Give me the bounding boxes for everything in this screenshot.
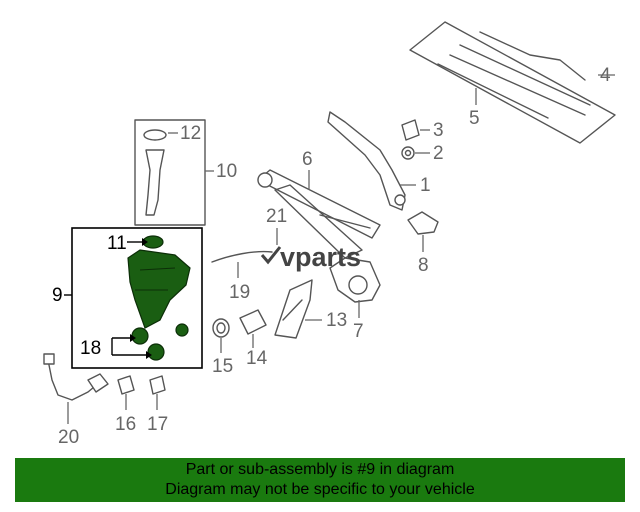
wiper-blade-mid [449, 54, 586, 116]
wire-harness[interactable] [43, 353, 109, 424]
wiper-blade-box [409, 21, 616, 144]
filler-neck-box [134, 119, 206, 226]
wiper-motor[interactable] [329, 257, 381, 318]
callout-4: 4 [600, 65, 611, 86]
callout-10: 10 [216, 161, 237, 182]
wiper-blade-frame [479, 31, 586, 81]
wiper-arm[interactable] [327, 111, 416, 211]
banner-line-1: Part or sub-assembly is #9 in diagram [185, 461, 455, 478]
vparts-watermark: vparts [260, 242, 361, 272]
grommet[interactable] [212, 318, 230, 353]
callout-21: 21 [266, 206, 287, 227]
filler-neck-group[interactable] [134, 119, 214, 226]
callout-16: 16 [115, 414, 136, 435]
callout-14: 14 [246, 348, 268, 369]
level-sensor[interactable] [175, 323, 189, 337]
parts-diagram: 4 5 1 3 2 8 6 7 [43, 21, 616, 448]
callout-12: 12 [180, 123, 201, 144]
info-banner: Part or sub-assembly is #9 in diagram Di… [15, 458, 625, 502]
watermark-text: vparts [280, 242, 361, 272]
callout-13: 13 [326, 310, 347, 331]
callout-3: 3 [433, 120, 444, 141]
callout-2: 2 [433, 143, 444, 164]
wiper-blade-group[interactable] [409, 21, 616, 144]
arm-nut[interactable] [401, 146, 430, 160]
reservoir-box [71, 227, 203, 369]
callout-8: 8 [418, 255, 429, 276]
callout-20: 20 [58, 427, 79, 448]
callout-18: 18 [80, 338, 101, 359]
checkmark-icon [260, 246, 282, 265]
washer-reservoir-group[interactable] [64, 227, 203, 369]
clip-16[interactable] [117, 375, 135, 410]
pump-seal-lower[interactable] [147, 343, 165, 361]
callout-1: 1 [420, 175, 431, 196]
wiper-refill [437, 63, 549, 119]
callout-11: 11 [107, 233, 127, 254]
callout-15: 15 [212, 356, 233, 377]
cowl-piece[interactable] [274, 279, 322, 339]
callout-9: 9 [52, 285, 63, 306]
callout-19: 19 [229, 282, 250, 303]
arm-cap[interactable] [401, 119, 430, 141]
banner-line-2: Diagram may not be specific to your vehi… [165, 481, 475, 498]
bracket[interactable] [407, 211, 439, 252]
washer-pump[interactable] [239, 309, 267, 348]
wiper-linkage[interactable] [257, 169, 381, 259]
callout-7: 7 [353, 321, 364, 342]
washer-hose[interactable] [211, 250, 273, 278]
washer-reservoir[interactable] [127, 249, 191, 329]
callout-17: 17 [147, 414, 168, 435]
callout-5: 5 [469, 108, 480, 129]
wiper-blade-upper [459, 44, 591, 106]
pump-seal-upper[interactable] [131, 327, 149, 345]
callout-6: 6 [302, 149, 313, 170]
clip-17[interactable] [149, 375, 166, 410]
